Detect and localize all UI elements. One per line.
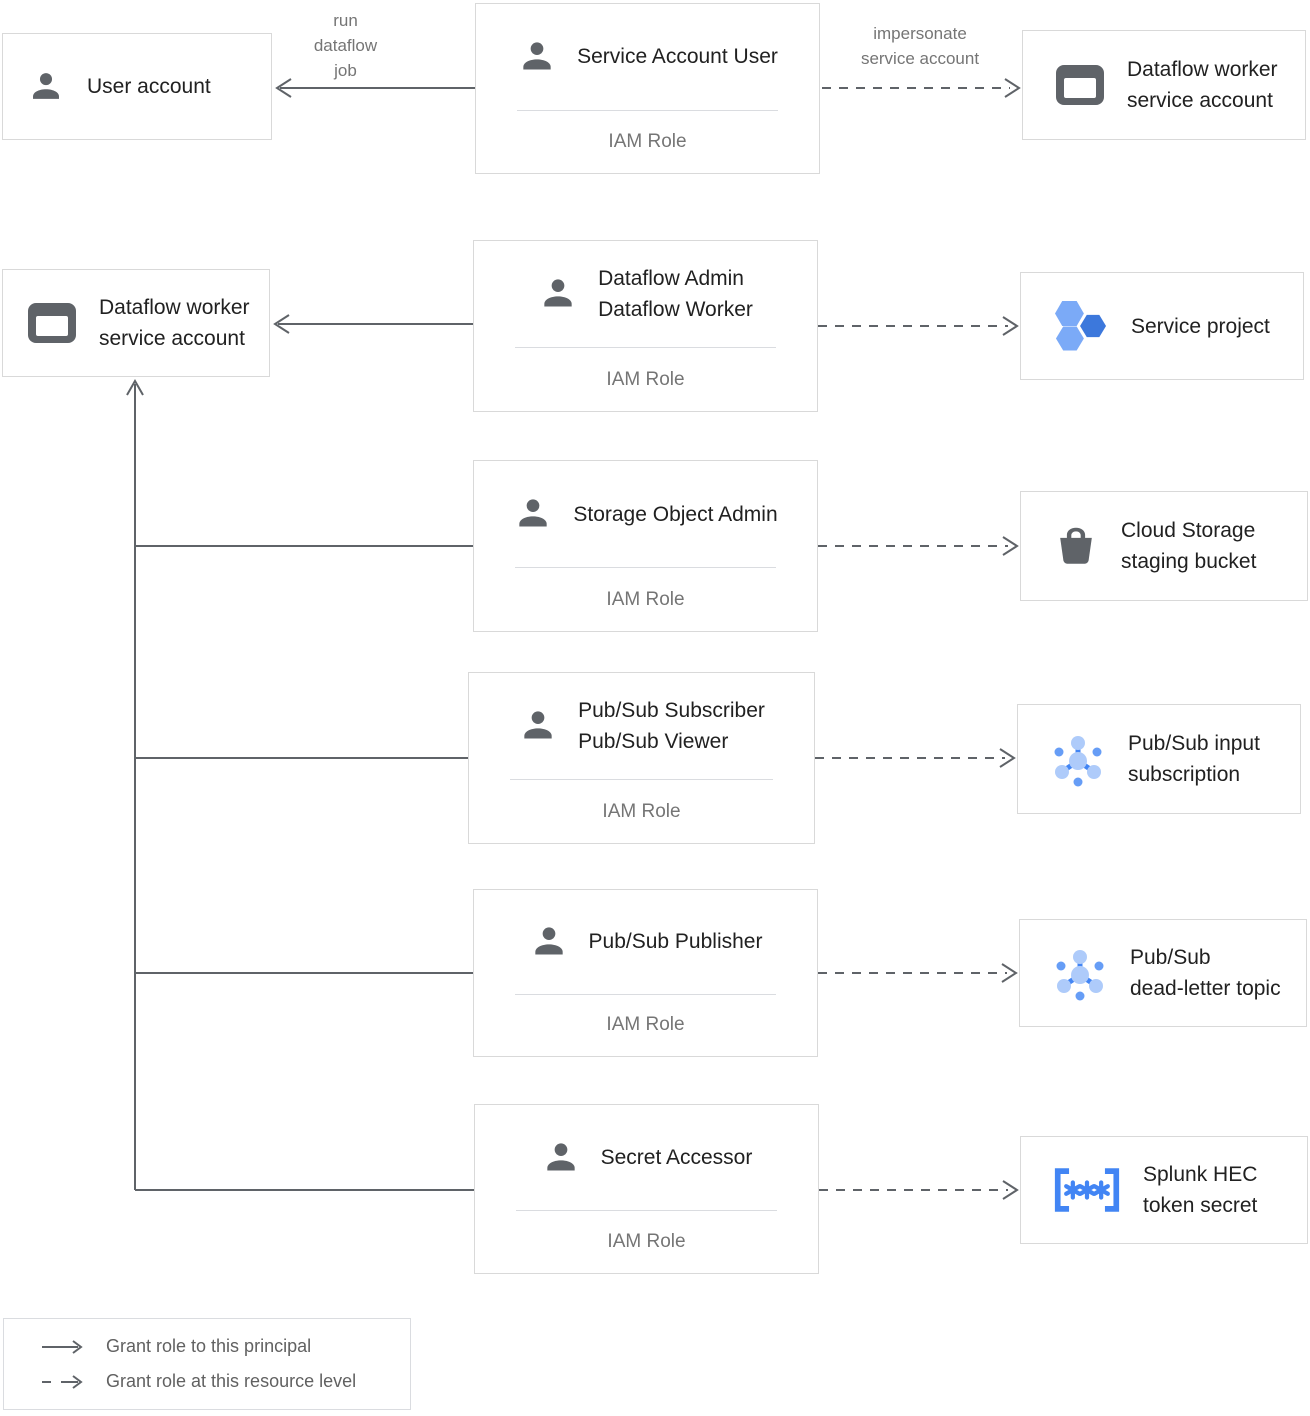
divider [515,347,776,349]
divider [517,109,778,111]
iam-role-label: IAM Role [606,1014,685,1036]
node-pubsub-dead-letter-topic: Pub/Sub dead-letter topic [1019,919,1307,1027]
node-title: Pub/Sub Subscriber Pub/Sub Viewer [578,699,765,754]
legend-dashed-row: Grant role at this resource level [40,1371,410,1392]
arrowhead-right-icon [1004,78,1021,98]
solid-arrow-icon [42,1339,83,1354]
arrowhead-right-icon [1002,536,1019,556]
node-dataflow-worker-service-account-top: Dataflow worker service account [1022,30,1306,140]
node-cloud-storage-staging-bucket: Cloud Storage staging bucket [1020,491,1308,601]
node-pubsub-subscriber-viewer-role: Pub/Sub Subscriber Pub/Sub Viewer IAM Ro… [468,672,815,844]
iam-role-label: IAM Role [606,588,685,610]
divider [515,567,776,569]
project-hexagons-icon [1055,300,1107,351]
divider [515,993,776,995]
person-icon [524,711,552,739]
arrowhead-left-icon [275,78,292,98]
iam-role-label: IAM Role [606,368,685,390]
node-pubsub-input-subscription: Pub/Sub input subscription [1017,704,1301,814]
arrowhead-right-icon [999,748,1016,768]
divider [510,779,773,781]
person-icon [523,42,551,70]
node-title: Service project [1131,314,1270,338]
node-title: Secret Accessor [600,1146,753,1170]
person-icon [546,1142,575,1171]
secret-icon [1054,1168,1120,1212]
node-title: Pub/Sub dead-letter topic [1130,946,1281,1000]
iam-role-label: IAM Role [608,130,687,152]
arrowhead-right-icon [1002,316,1019,336]
person-icon [519,499,548,527]
person-icon [544,279,572,307]
node-storage-object-admin-role: Storage Object Admin IAM Role [473,460,818,632]
node-title: Dataflow Admin Dataflow Worker [598,267,753,322]
pubsub-icon [1056,950,1104,1001]
node-dataflow-worker-service-account-left: Dataflow worker service account [2,269,270,377]
arrowhead-right-icon [1002,1180,1019,1200]
iam-role-label: IAM Role [607,1231,686,1253]
node-title: Cloud Storage staging bucket [1121,519,1257,573]
arrowhead-right-icon [1001,963,1018,983]
iam-role-label: IAM Role [602,800,681,822]
arrowhead-up-icon [126,378,144,396]
bucket-icon [1060,527,1092,564]
arrowhead-left-icon [273,314,290,334]
node-service-project: Service project [1020,272,1304,380]
person-icon [33,72,59,99]
node-title: User account [87,75,211,98]
legend-solid-label: Grant role to this principal [106,1336,312,1356]
node-title: Pub/Sub Publisher [588,930,763,954]
person-icon [534,927,563,955]
node-title: Pub/Sub input subscription [1128,732,1260,786]
node-title: Splunk HEC token secret [1143,1163,1258,1217]
node-title: Dataflow worker service account [99,296,250,350]
pubsub-icon [1054,736,1102,787]
service-account-icon [1056,65,1104,105]
node-title: Service Account User [577,45,778,69]
node-title: Dataflow worker service account [1127,58,1278,112]
node-splunk-hec-token-secret: Splunk HEC token secret [1020,1136,1308,1244]
node-service-account-user-role: Service Account User IAM Role [475,3,820,174]
edge-label-impersonate-service-account: impersonate service account [860,24,980,68]
service-account-icon [28,303,76,343]
legend-dashed-label: Grant role at this resource level [106,1371,357,1391]
legend-solid-row: Grant role to this principal [40,1336,410,1357]
legend: Grant role to this principal Grant role … [3,1318,411,1410]
node-title: Storage Object Admin [573,502,778,526]
node-dataflow-admin-worker-role: Dataflow Admin Dataflow Worker IAM Role [473,240,818,412]
edge-label-run-dataflow-job: run dataflow job [313,11,378,80]
node-secret-accessor-role: Secret Accessor IAM Role [474,1104,819,1274]
dashed-arrow-icon [42,1374,83,1389]
node-pubsub-publisher-role: Pub/Sub Publisher IAM Role [473,889,818,1057]
divider [516,1210,777,1212]
node-user-account: User account [2,33,272,140]
